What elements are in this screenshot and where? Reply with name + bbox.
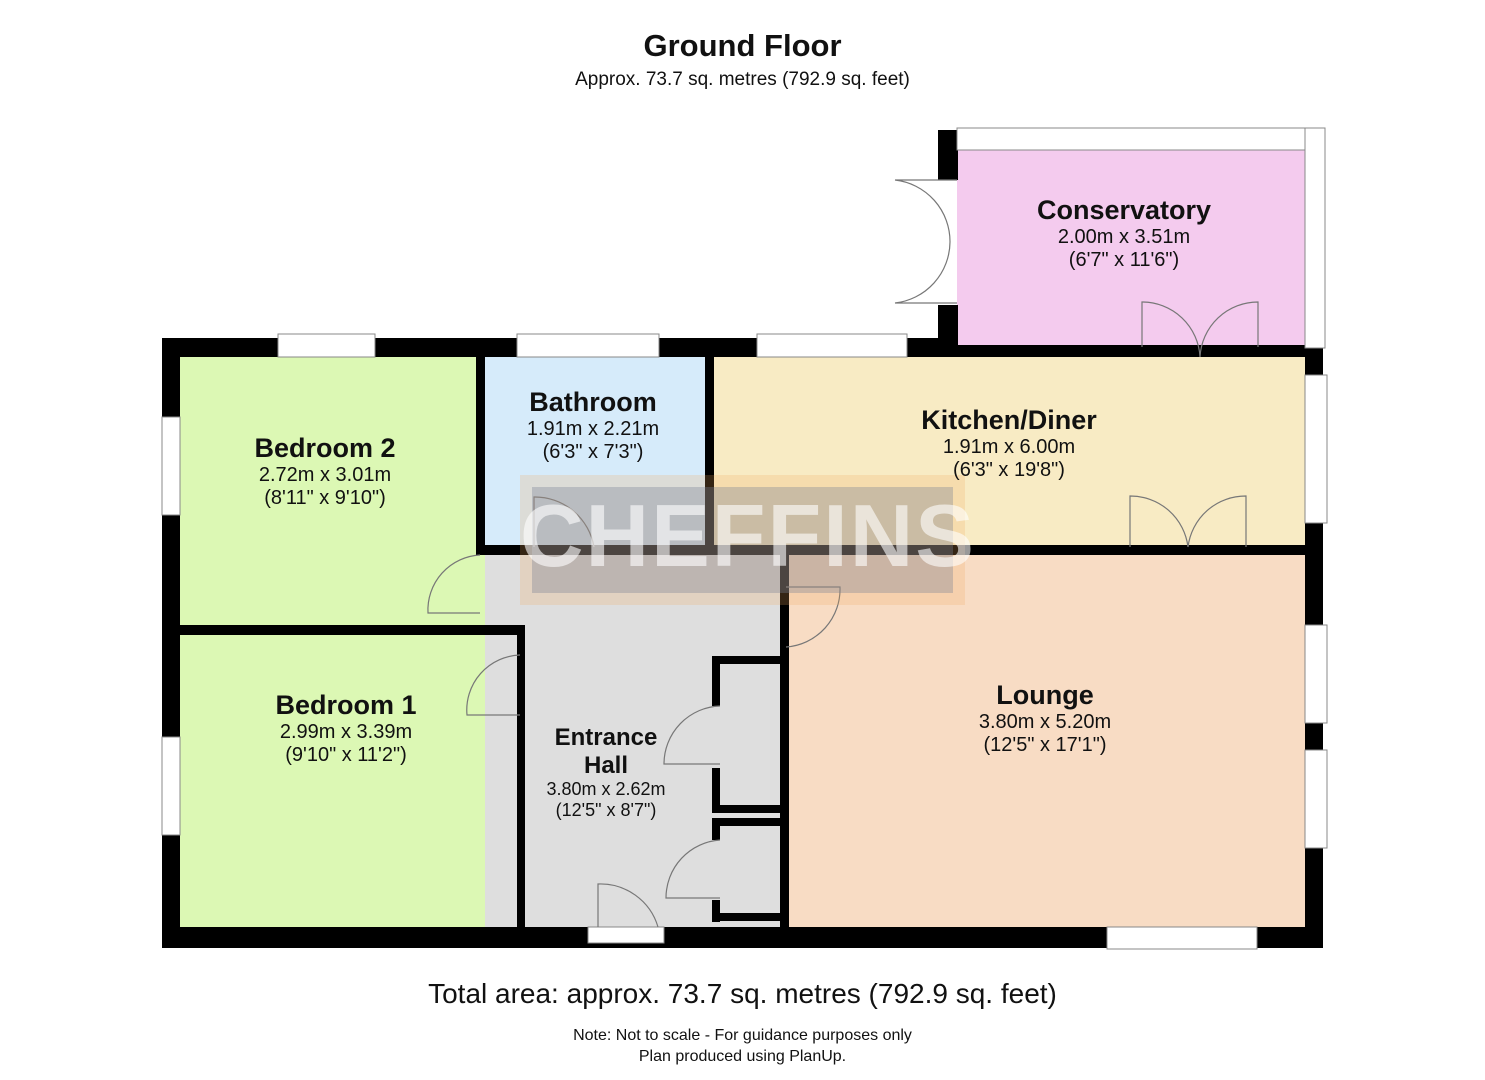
note-line-1: Note: Not to scale - For guidance purpos…: [573, 1027, 912, 1044]
window-bedroom2-top: [277, 333, 376, 358]
room-fill-bathroom: [485, 357, 705, 547]
conservatory-glazing-top: [956, 127, 1326, 151]
door-front: [597, 883, 659, 928]
window-kitchen-side: [1304, 374, 1328, 524]
room-fill-bedroom-1: [180, 635, 517, 927]
window-bedroom2-side: [161, 416, 181, 516]
watermark: CHEFFINS: [520, 475, 976, 605]
door-cupboard-2: [665, 839, 721, 899]
door-cupboard-1: [663, 705, 721, 765]
window-lounge-side-1: [1304, 624, 1328, 724]
room-fill-bedroom-2: [180, 357, 485, 627]
note-line-2: Plan produced using PlanUp.: [638, 1048, 847, 1065]
door-bedroom2: [427, 554, 481, 614]
room-label-bathroom: Bathroom 1.91m x 2.21m (6'3" x 7'3"): [526, 387, 660, 464]
door-lounge: [785, 586, 841, 648]
front-door-step: [587, 926, 665, 944]
window-kitchen-top: [756, 333, 908, 358]
room-fill-entrance-hall: [485, 555, 785, 927]
door-kitchen-lounge: [1129, 495, 1247, 548]
doors: [427, 179, 1259, 928]
door-bedroom1: [466, 654, 521, 716]
window-lounge-side-2: [1304, 749, 1328, 849]
room-label-entrance-hall: Entrance Hall 3.80m x 2.62m (12'5" x 8'7…: [546, 724, 666, 820]
floor-area-subtitle: Approx. 73.7 sq. metres (792.9 sq. feet): [575, 69, 910, 90]
room-fill-kitchen-diner: [713, 357, 1305, 547]
room-fill-conservatory: [957, 150, 1305, 350]
window-lounge-bottom: [1106, 926, 1258, 950]
total-area: Total area: approx. 73.7 sq. metres (792…: [428, 978, 1057, 1009]
door-bathroom: [533, 496, 595, 548]
room-label-kitchen-diner: Kitchen/Diner 1.91m x 6.00m (6'3" x 19'8…: [921, 405, 1097, 482]
conservatory-glazing-side: [1304, 127, 1326, 349]
floor-title: Ground Floor: [643, 28, 842, 63]
room-label-lounge: Lounge 3.80m x 5.20m (12'5" x 17'1"): [978, 680, 1112, 757]
door-conservatory-kitchen: [1141, 301, 1259, 358]
watermark-text: CHEFFINS: [520, 486, 976, 585]
door-conservatory-side: [894, 179, 957, 304]
room-label-bedroom-1: Bedroom 1 2.99m x 3.39m (9'10" x 11'2"): [275, 690, 417, 767]
room-label-bedroom-2: Bedroom 2 2.72m x 3.01m (8'11" x 9'10"): [254, 433, 396, 510]
window-bathroom-top: [516, 333, 660, 358]
room-fill-lounge: [785, 555, 1305, 927]
windows: [161, 127, 1328, 950]
room-label-conservatory: Conservatory 2.00m x 3.51m (6'7" x 11'6"…: [1036, 195, 1212, 272]
window-bedroom1-side: [161, 736, 181, 836]
